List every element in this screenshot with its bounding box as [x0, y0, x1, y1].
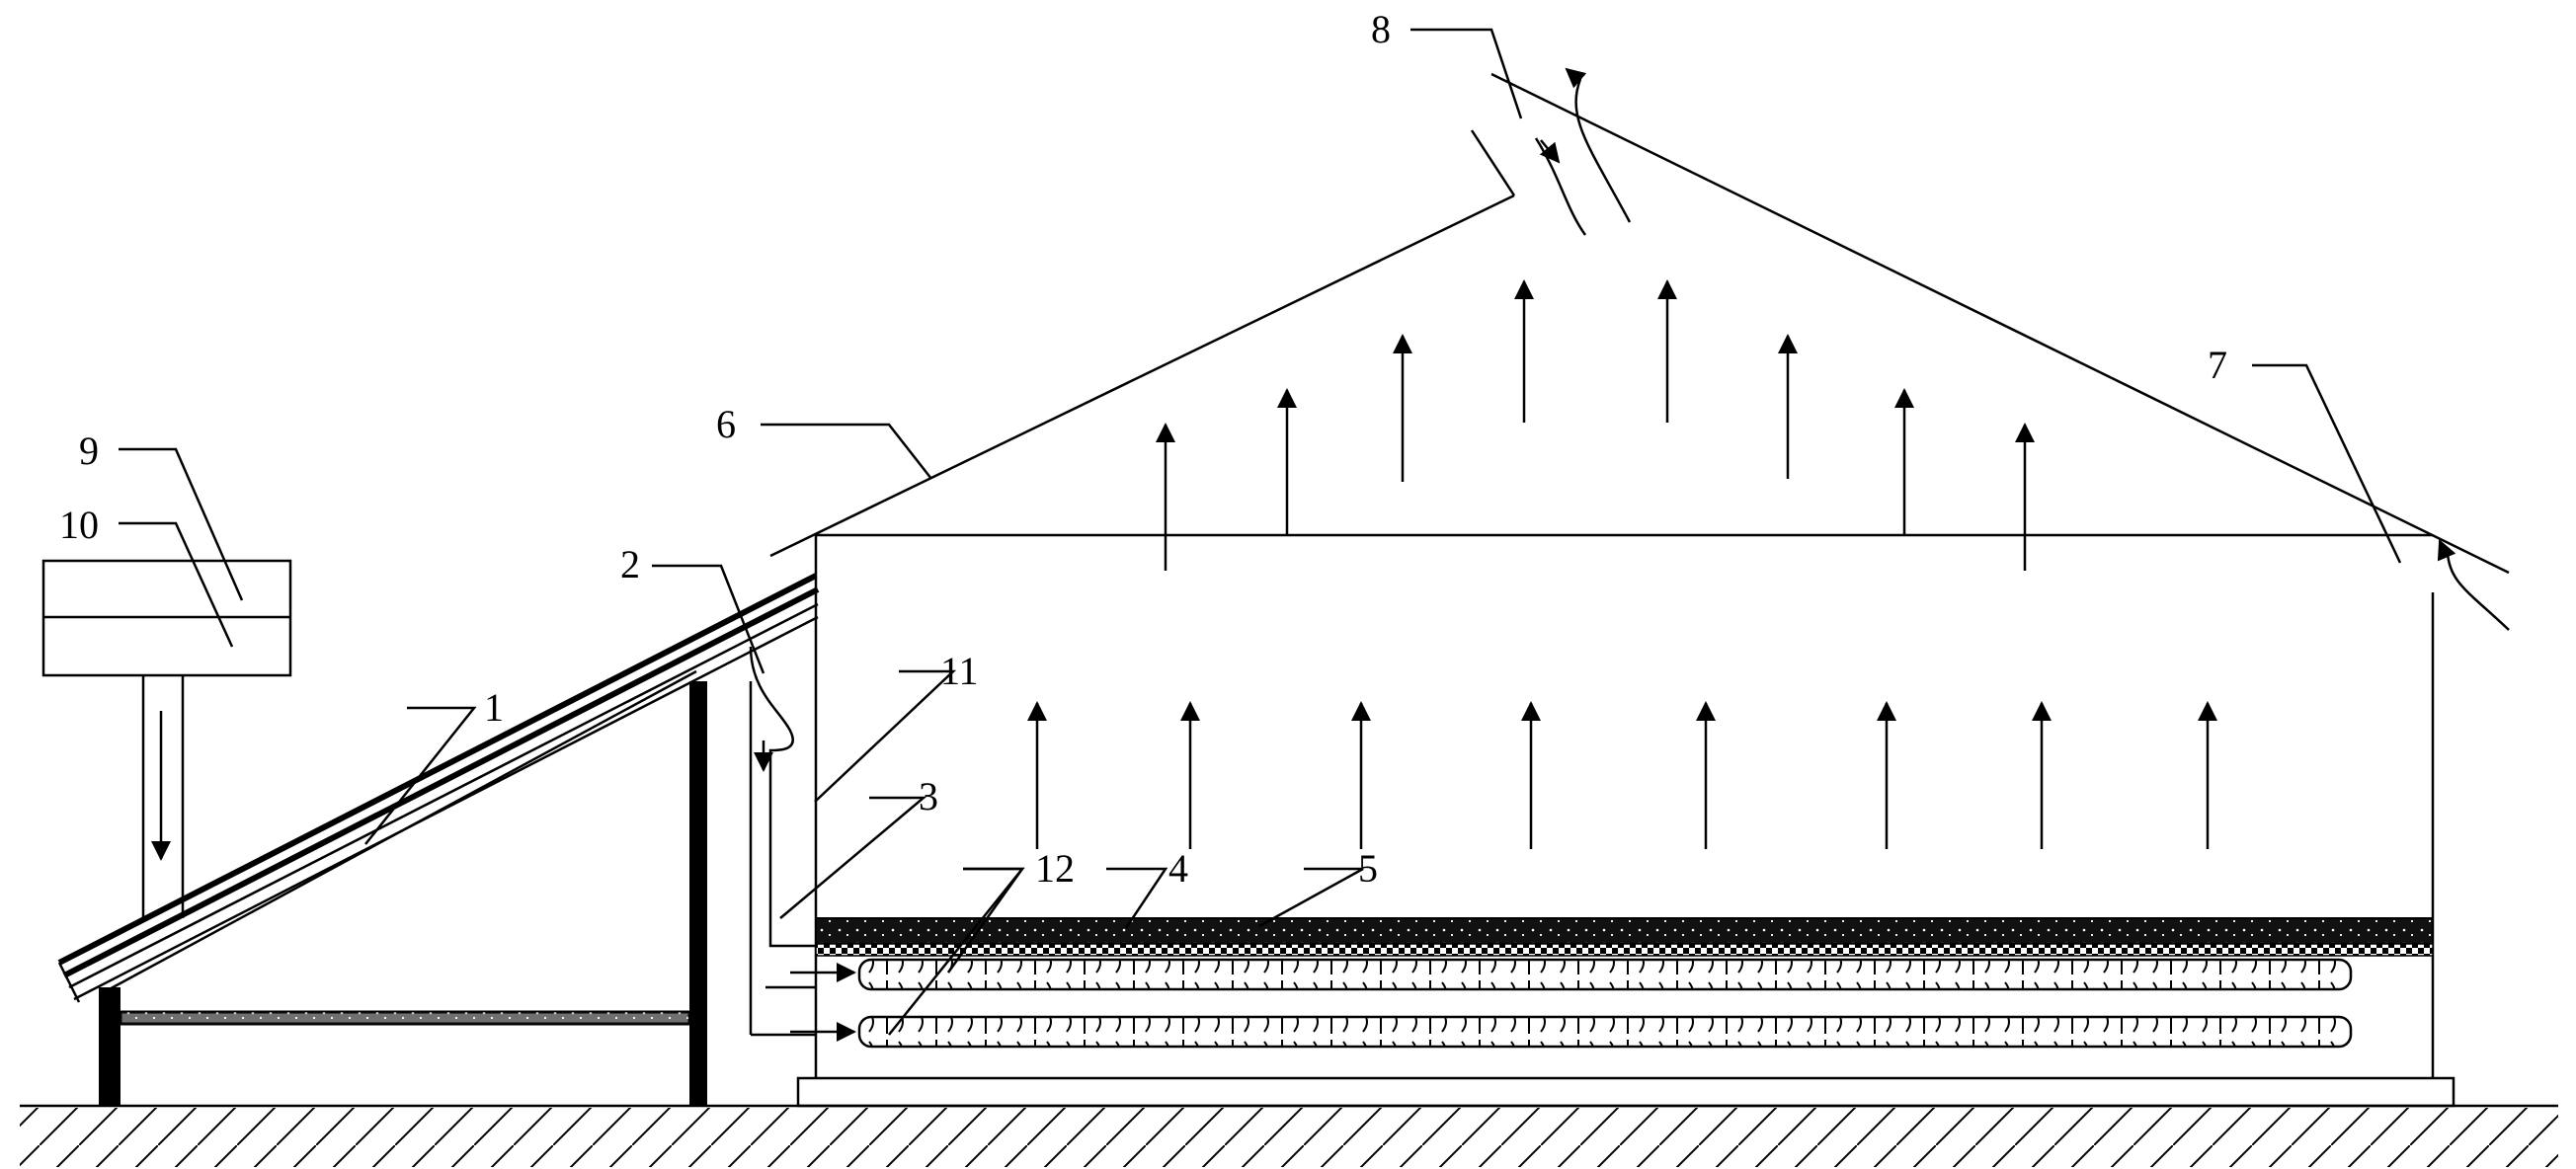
label-10: 10 — [59, 503, 99, 547]
leader-lines — [119, 28, 2402, 1036]
label-3: 3 — [919, 774, 938, 818]
drying-bed — [815, 917, 2434, 957]
label-4: 4 — [1168, 846, 1188, 891]
label-8: 8 — [1371, 7, 1391, 51]
ground — [20, 1104, 2558, 1167]
heating-pipes — [857, 958, 2353, 1049]
airflow-arrows-upper — [1156, 279, 2035, 571]
air-duct — [749, 646, 856, 1042]
label-5: 5 — [1358, 846, 1378, 891]
exhaust-vent-top — [1534, 67, 1632, 236]
label-12: 12 — [1035, 846, 1075, 891]
label-2: 2 — [620, 542, 640, 586]
exhaust-vent-right — [2437, 539, 2510, 631]
part-labels: 9 10 1 2 11 3 12 4 5 6 7 8 — [59, 7, 2227, 891]
roof — [769, 72, 2510, 575]
airflow-arrows-lower — [1027, 701, 2217, 849]
label-9: 9 — [79, 429, 99, 473]
label-11: 11 — [940, 649, 979, 693]
collector-frame — [99, 669, 707, 1106]
water-tank — [41, 559, 292, 918]
solar-collector — [57, 573, 820, 1003]
label-7: 7 — [2208, 343, 2227, 387]
label-6: 6 — [716, 402, 736, 446]
drying-room — [796, 533, 2455, 1108]
label-1: 1 — [484, 685, 504, 730]
